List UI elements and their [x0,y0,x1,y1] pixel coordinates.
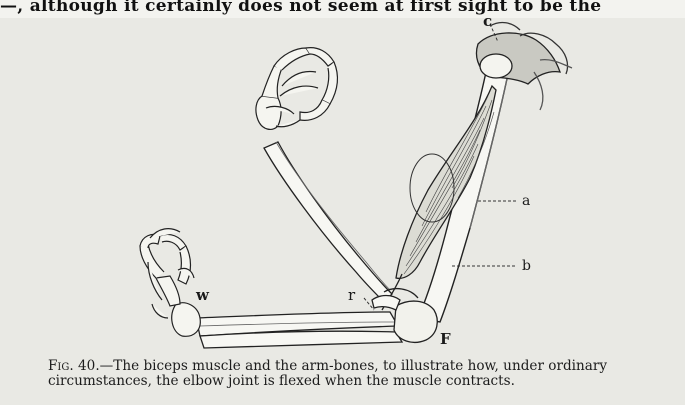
caption-text: —The biceps muscle and the arm-bones, to… [48,358,607,389]
figure-caption: Fig. 40.—The biceps muscle and the arm-b… [48,359,678,389]
label-c: c [483,12,492,30]
label-r: r [348,286,356,304]
label-f: F [440,330,451,348]
caption-fig-label: Fig. [48,358,74,374]
label-b: b [522,258,531,274]
caption-fig-number: 40. [78,358,100,374]
label-a: a [522,193,530,209]
illustration-background [0,18,685,354]
label-w: w [195,286,210,304]
